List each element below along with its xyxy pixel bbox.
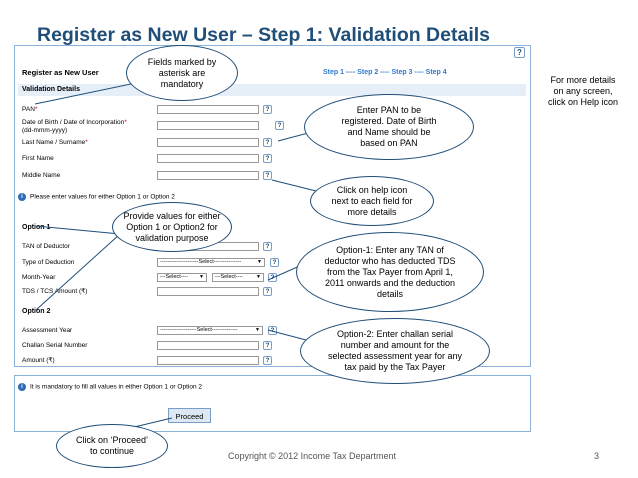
callout-either-option: Provide values for either Option 1 or Op…: [112, 202, 232, 252]
option2-heading: Option 2: [22, 308, 51, 315]
callout-mandatory-fields: Fields marked by asterisk are mandatory: [126, 45, 238, 101]
tan-help-icon[interactable]: ?: [263, 242, 272, 251]
challan-serial-input[interactable]: [157, 341, 259, 350]
tds-amount-label: TDS / TCS Amount (₹): [22, 288, 88, 295]
last-name-input[interactable]: [157, 138, 259, 147]
option2-section: Option 2: [18, 306, 526, 318]
tds-amount-input[interactable]: [157, 287, 259, 296]
pan-label: PAN*: [22, 106, 37, 114]
tan-label: TAN of Deductor: [22, 243, 70, 250]
option1-section: Option 1: [18, 222, 526, 234]
section-label: Validation Details: [22, 86, 80, 93]
form-heading: Register as New User: [22, 68, 99, 77]
first-name-label: First Name: [22, 155, 54, 162]
first-name-input[interactable]: [157, 154, 259, 163]
assessment-year-label: Assessment Year: [22, 327, 73, 334]
amount-label: Amount (₹): [22, 357, 55, 364]
assessment-year-help-icon[interactable]: ?: [268, 326, 277, 335]
deduction-type-select[interactable]: ---------------------Select-------------…: [157, 258, 265, 267]
option-info-text: Please enter values for either Option 1 …: [30, 193, 175, 201]
challan-serial-help-icon[interactable]: ?: [263, 341, 272, 350]
callout-option1-info: Option-1: Enter any TAN of deductor who …: [296, 232, 484, 312]
month-select[interactable]: ---Select---- ▼: [157, 273, 207, 282]
deduction-type-value: ---------------------Select-------------…: [160, 259, 242, 265]
middle-name-help-icon[interactable]: ?: [263, 171, 272, 180]
callout-pan-info: Enter PAN to be registered. Date of Birt…: [304, 94, 474, 160]
dob-label: Date of Birth / Date of Incorporation* (d…: [22, 119, 127, 135]
page-number: 3: [594, 451, 600, 461]
required-asterisk: *: [124, 119, 127, 126]
month-year-label: Month-Year: [22, 274, 56, 281]
callout-help-each-field: Click on help icon next to each field fo…: [310, 176, 434, 226]
amount-input[interactable]: [157, 356, 259, 365]
callout-text: Fields marked by asterisk are mandatory: [147, 56, 217, 89]
callout-proceed-info: Click on ‘Proceed’ to continue: [56, 424, 168, 468]
dob-format-text: (dd-mmm-yyyy): [22, 127, 68, 134]
callout-text: Option-2: Enter challan serial number an…: [327, 329, 463, 372]
validation-details-section: Validation Details: [18, 84, 526, 96]
dob-input[interactable]: [157, 121, 259, 130]
year-select[interactable]: ---Select---- ▼: [212, 273, 264, 282]
pan-help-icon[interactable]: ?: [263, 105, 272, 114]
callout-text: Option-1: Enter any TAN of deductor who …: [324, 244, 456, 299]
info-icon: i: [18, 383, 26, 391]
mandatory-info-panel: [14, 375, 531, 432]
challan-serial-label: Challan Serial Number: [22, 342, 88, 349]
callout-text: Provide values for either Option 1 or Op…: [123, 210, 221, 243]
option1-heading: Option 1: [22, 224, 51, 231]
assessment-year-value: --------------------Select--------------: [160, 327, 238, 333]
info-icon: i: [18, 193, 26, 201]
first-name-help-icon[interactable]: ?: [263, 154, 272, 163]
year-select-value: ---Select----: [215, 274, 244, 280]
tds-amount-help-icon[interactable]: ?: [263, 287, 272, 296]
option-info-message: i Please enter values for either Option 1…: [18, 193, 175, 201]
callout-text: Click on help icon next to each field fo…: [331, 184, 413, 217]
dob-help-icon[interactable]: ?: [275, 121, 284, 130]
dob-label-text: Date of Birth / Date of Incorporation: [22, 119, 125, 126]
callout-help-details: For more details on any screen, click on…: [547, 75, 619, 107]
page-help-icon[interactable]: ?: [514, 47, 525, 58]
dropdown-arrow-icon: ▼: [257, 259, 262, 265]
pan-input[interactable]: [157, 105, 259, 114]
month-year-help-icon[interactable]: ?: [268, 273, 277, 282]
month-select-value: ---Select----: [160, 274, 189, 280]
dropdown-arrow-icon: ▼: [199, 274, 204, 280]
pan-label-text: PAN: [22, 106, 35, 113]
last-name-help-icon[interactable]: ?: [263, 138, 272, 147]
proceed-button[interactable]: Proceed: [168, 408, 211, 423]
required-asterisk: *: [34, 106, 38, 113]
dropdown-arrow-icon: ▼: [255, 327, 260, 333]
last-name-label: Last Name / Surname*: [22, 139, 88, 147]
amount-help-icon[interactable]: ?: [263, 356, 272, 365]
copyright-text: Copyright © 2012 Income Tax Department: [228, 451, 397, 461]
deduction-type-help-icon[interactable]: ?: [270, 258, 279, 267]
last-name-label-text: Last Name / Surname: [22, 139, 86, 146]
mandatory-info-text: It is mandatory to fill all values in ei…: [30, 383, 202, 391]
callout-text: Enter PAN to be registered. Date of Birt…: [341, 105, 437, 148]
middle-name-label: Middle Name: [22, 172, 61, 179]
slide-title: Register as New User – Step 1: Validatio…: [37, 24, 491, 46]
required-asterisk: *: [85, 139, 88, 146]
deduction-type-label: Type of Deduction: [22, 259, 75, 266]
dropdown-arrow-icon: ▼: [256, 274, 261, 280]
middle-name-input[interactable]: [157, 171, 259, 180]
assessment-year-select[interactable]: --------------------Select--------------…: [157, 326, 263, 335]
callout-text: Click on ‘Proceed’ to continue: [75, 435, 149, 456]
mandatory-info-message: i It is mandatory to fill all values in e…: [18, 383, 202, 391]
callout-option2-info: Option-2: Enter challan serial number an…: [300, 318, 490, 384]
step-progress: Step 1 ---- Step 2 ---- Step 3 ---- Step…: [323, 69, 447, 76]
